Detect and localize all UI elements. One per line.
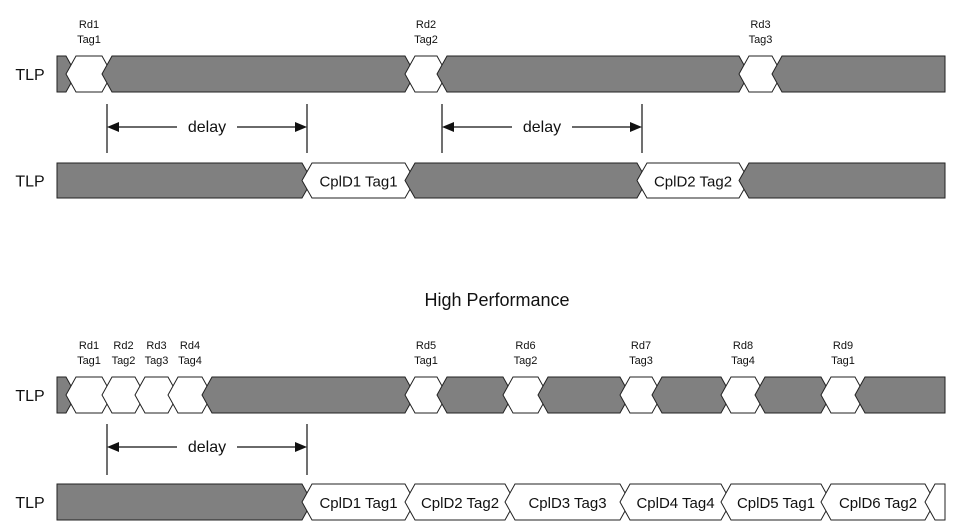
packet-label-top: Rd4 — [180, 340, 200, 352]
packet-label-top: Rd9 — [833, 340, 853, 352]
packet-label-bottom: Tag2 — [514, 355, 538, 367]
bus-busy-segment — [854, 376, 946, 414]
bus-busy-segment — [56, 162, 313, 199]
row-label-tlp: TLP — [15, 388, 44, 405]
delay-arrow-left-2 — [442, 122, 454, 132]
bus-busy-segment — [771, 55, 946, 93]
packet-label-top: Rd1 — [79, 19, 99, 31]
row-label-tlp: TLP — [15, 67, 44, 84]
bus-busy-segment — [56, 483, 313, 521]
packet-label-top: Rd5 — [416, 340, 436, 352]
section-heading: High Performance — [424, 290, 569, 310]
delay-arrow-right-3 — [295, 442, 307, 452]
bus-busy-segment — [404, 162, 648, 199]
packet-label-bottom: Tag2 — [414, 34, 438, 46]
completion-packet-label: CplD4 Tag4 — [636, 495, 714, 512]
bus-busy-segment — [436, 55, 750, 93]
packet-label-top: Rd8 — [733, 340, 753, 352]
delay-arrow-right-1 — [295, 122, 307, 132]
packet-label-bottom: Tag3 — [749, 34, 773, 46]
packet-label-top: Rd7 — [631, 340, 651, 352]
delay-label: delay — [188, 119, 226, 136]
packet-label-bottom: Tag3 — [629, 355, 653, 367]
completion-packet-label: CplD2 Tag2 — [654, 174, 732, 191]
packet-label-bottom: Tag2 — [112, 355, 136, 367]
row-label-tlp: TLP — [15, 174, 44, 191]
packet-label-bottom: Tag3 — [145, 355, 169, 367]
delay-label: delay — [523, 119, 561, 136]
packet-label-top: Rd2 — [113, 340, 133, 352]
bus-busy-segment — [738, 162, 946, 199]
bus-busy-segment — [537, 376, 631, 414]
bus-busy-segment — [651, 376, 732, 414]
packet-label-bottom: Tag1 — [77, 34, 101, 46]
packet-label-bottom: Tag1 — [77, 355, 101, 367]
completion-packet-label: CplD1 Tag1 — [319, 174, 397, 191]
packet-label-bottom: Tag4 — [731, 355, 755, 367]
bus-busy-segment — [201, 376, 416, 414]
completion-packet-label: CplD3 Tag3 — [528, 495, 606, 512]
bus-packet-segment — [924, 483, 946, 521]
bus-busy-segment — [101, 55, 416, 93]
completion-packet-label: CplD2 Tag2 — [421, 495, 499, 512]
packet-label-top: Rd1 — [79, 340, 99, 352]
row-label-tlp: TLP — [15, 495, 44, 512]
bus-busy-segment — [754, 376, 832, 414]
packet-label-top: Rd6 — [515, 340, 535, 352]
packet-label-bottom: Tag1 — [414, 355, 438, 367]
completion-packet-label: CplD6 Tag2 — [839, 495, 917, 512]
delay-arrow-left-3 — [107, 442, 119, 452]
completion-packet-label: CplD1 Tag1 — [319, 495, 397, 512]
packet-label-top: Rd3 — [750, 19, 770, 31]
packet-label-bottom: Tag4 — [178, 355, 202, 367]
packet-label-bottom: Tag1 — [831, 355, 855, 367]
bus-busy-segment — [436, 376, 514, 414]
packet-label-top: Rd2 — [416, 19, 436, 31]
delay-label: delay — [188, 439, 226, 456]
delay-arrow-left-1 — [107, 122, 119, 132]
packet-label-top: Rd3 — [146, 340, 166, 352]
completion-packet-label: CplD5 Tag1 — [737, 495, 815, 512]
delay-arrow-right-2 — [630, 122, 642, 132]
